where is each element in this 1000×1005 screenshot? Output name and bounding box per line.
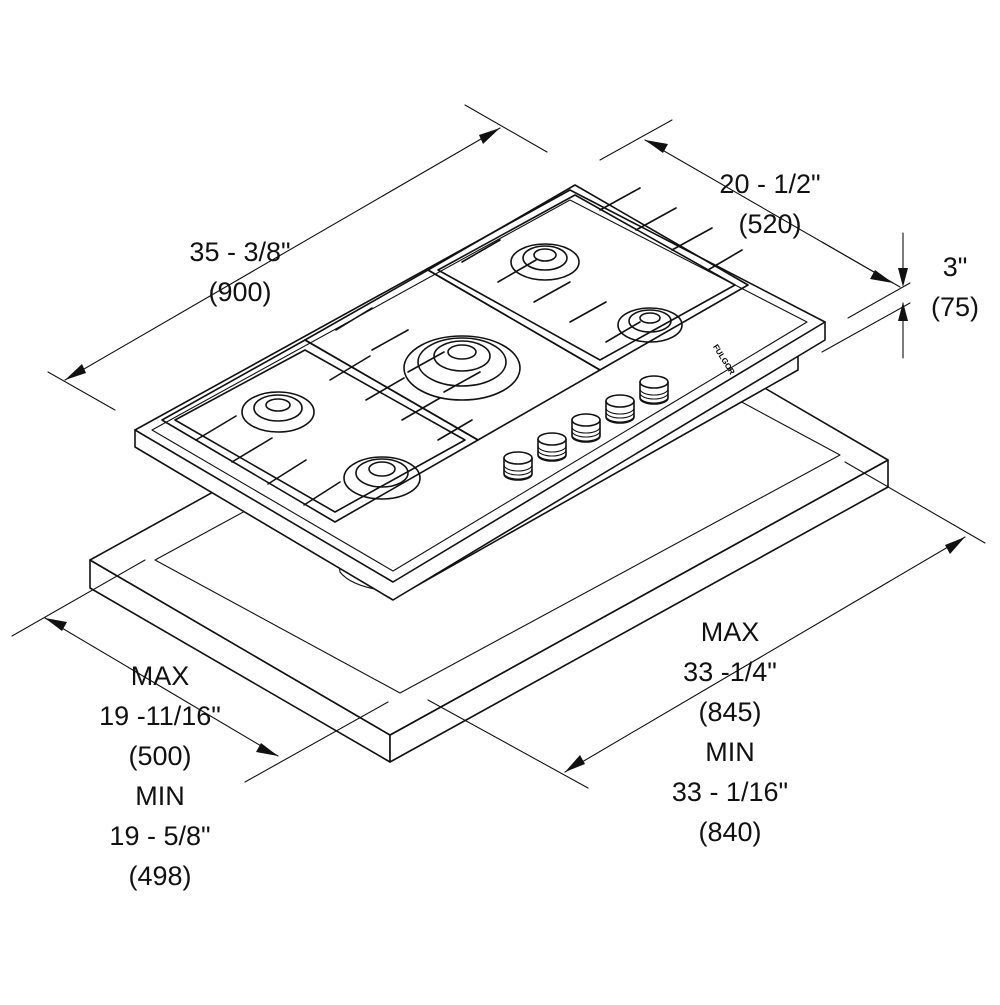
grate-finger (267, 459, 307, 485)
grate-finger (401, 397, 441, 421)
grates (161, 184, 749, 523)
grate-finger (671, 227, 713, 251)
cutout-depth-label: MAX 19 -11/16" (500) MIN 19 - 5/8" (498) (70, 656, 250, 896)
cutout-depth-min-label: MIN (135, 781, 185, 811)
grate-finger (497, 259, 537, 283)
width-imperial: 35 - 3/8" (189, 237, 291, 267)
cutout-width-min-metric: (840) (698, 817, 762, 847)
grate-finger (335, 307, 373, 331)
grate-finger (437, 419, 473, 441)
burners (241, 243, 683, 500)
grate-finger (707, 249, 743, 271)
height-imperial: 3" (942, 252, 968, 282)
grate-finger (533, 281, 571, 303)
cutout-width-label: MAX 33 -1/4" (845) MIN 33 - 1/16" (840) (640, 612, 820, 852)
width-metric: (900) (208, 277, 272, 307)
grate-finger (605, 321, 641, 343)
depth-dimension-label: 20 - 1/2" (520) (690, 164, 850, 244)
cutout-width-max-metric: (845) (698, 697, 762, 727)
grate-finger (303, 481, 341, 506)
grate-finger (365, 377, 405, 401)
height-metric: (75) (930, 292, 979, 322)
cutout-width-max-imperial: 33 -1/4" (683, 657, 777, 687)
width-dimension-label: 35 - 3/8" (900) (160, 232, 320, 312)
knob-5 (639, 375, 669, 405)
grate-finger (329, 355, 371, 381)
burner-left-rear (241, 391, 315, 433)
cutout-width-max-label: MAX (700, 617, 760, 647)
height-dimension-label: 3" (75) (915, 247, 995, 327)
burner-left-front (343, 456, 421, 500)
burner-wok-center (403, 335, 521, 401)
grate-finger (599, 187, 641, 211)
burner-right-front (617, 307, 683, 343)
knob-3 (571, 413, 601, 443)
dimension-lines (11, 104, 986, 789)
knob-1 (503, 451, 533, 481)
cutout-depth-max-metric: (500) (128, 741, 192, 771)
cutout-width-min-imperial: 33 - 1/16" (671, 777, 789, 807)
grate-finger (569, 301, 607, 323)
cutout-depth-min-metric: (498) (128, 861, 192, 891)
grate-finger (407, 351, 445, 373)
grate-finger (443, 371, 481, 393)
grate-finger (461, 239, 501, 263)
burner-right-rear (510, 243, 580, 281)
cutout-width-min-label: MIN (705, 737, 755, 767)
cutout-depth-min-imperial: 19 - 5/8" (109, 821, 211, 851)
grate-finger (371, 329, 409, 351)
control-knobs (503, 375, 669, 481)
grate-fingers (195, 187, 743, 506)
grate-right (427, 184, 749, 371)
knob-4 (605, 394, 635, 424)
depth-metric: (520) (738, 209, 802, 239)
depth-imperial: 20 - 1/2" (719, 169, 821, 199)
cutout-depth-max-label: MAX (130, 661, 190, 691)
grate-finger (195, 415, 237, 441)
grate-finger (635, 207, 677, 231)
grate-finger (231, 437, 273, 463)
cutout-depth-max-imperial: 19 -11/16" (99, 701, 221, 731)
knob-2 (537, 432, 567, 462)
